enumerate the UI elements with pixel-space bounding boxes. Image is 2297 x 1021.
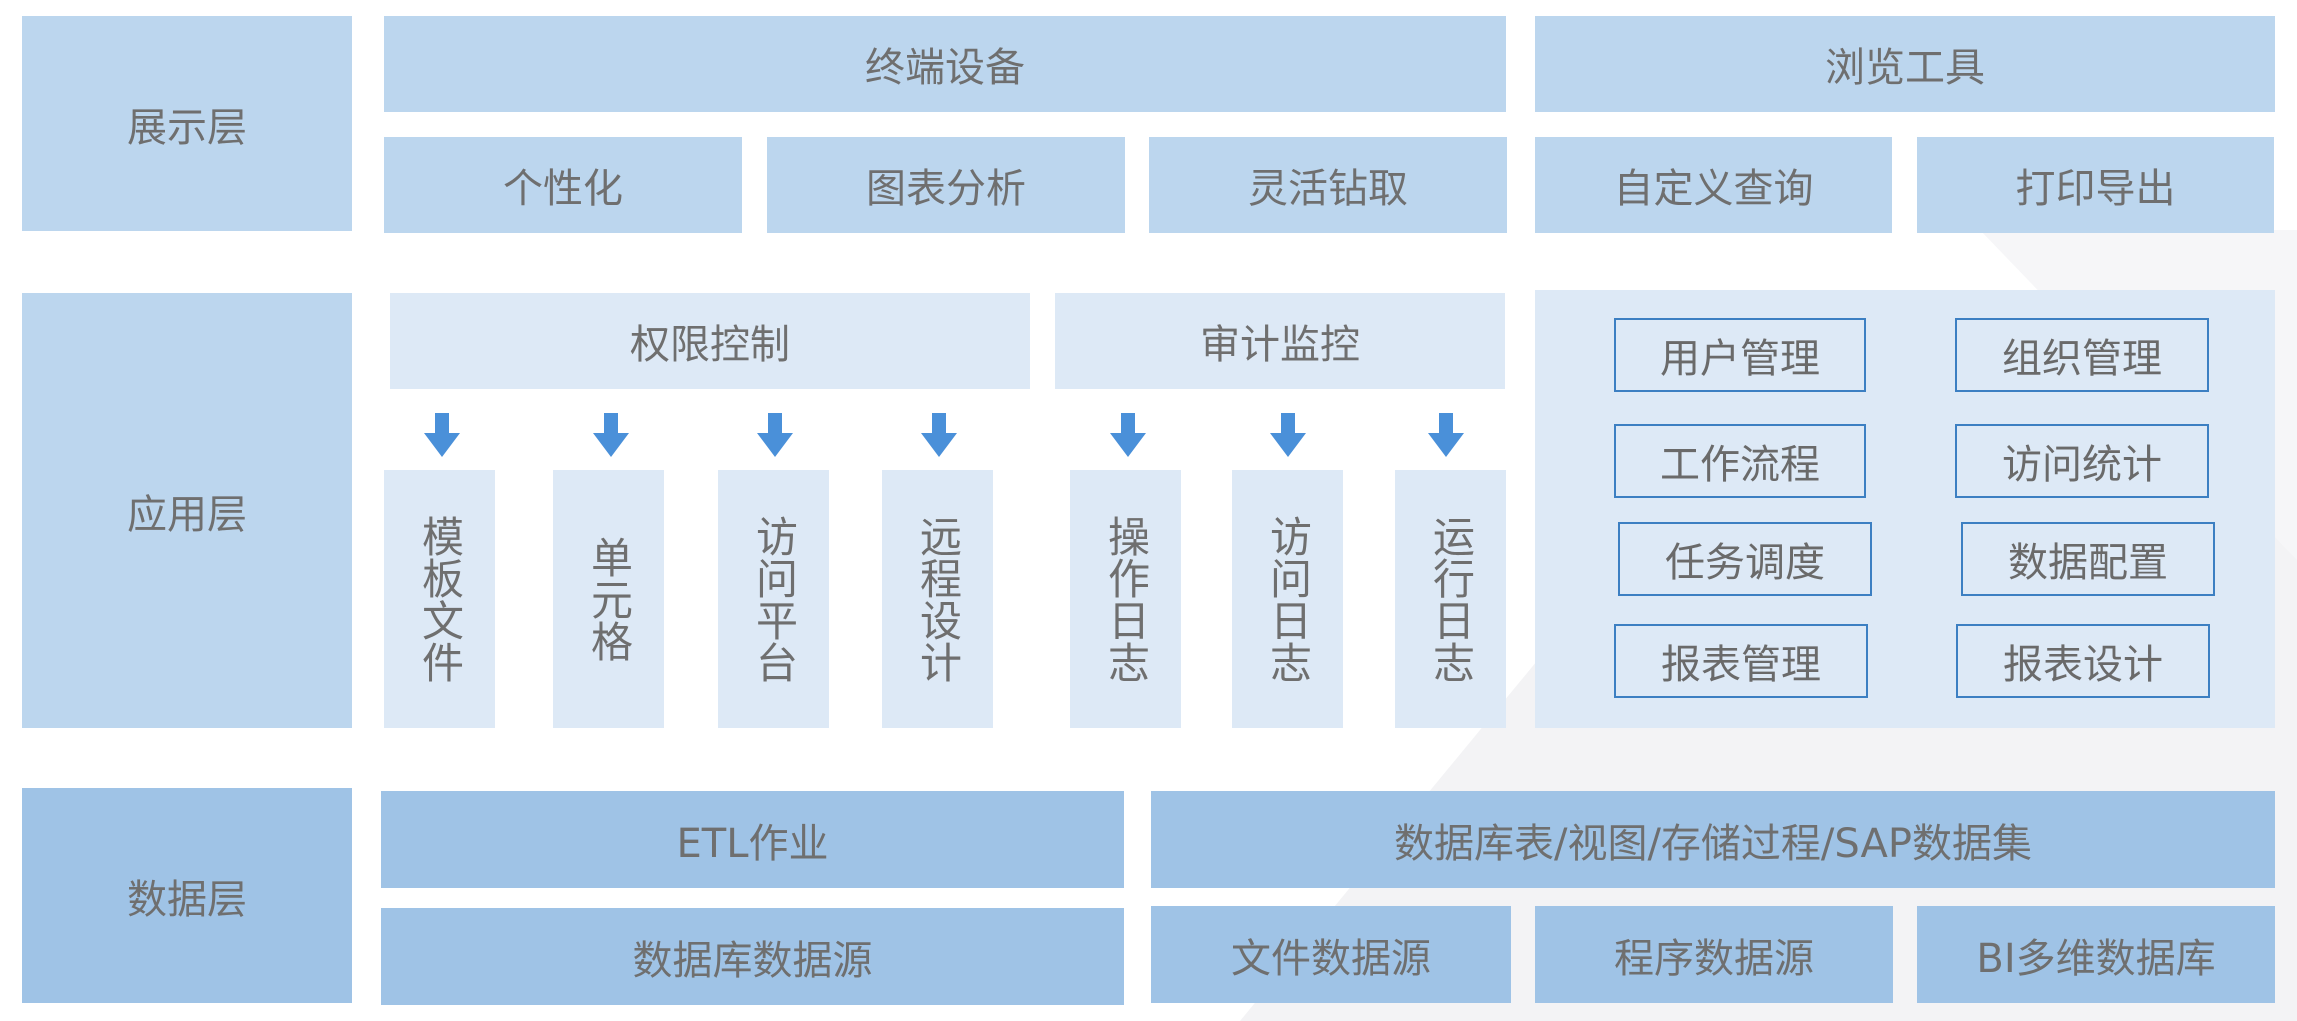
task-scheduling-box: 任务调度 (1618, 522, 1872, 596)
arrow-down-icon (757, 413, 793, 457)
etl-job-box: ETL作业 (381, 791, 1124, 888)
cell-column: 单元格 (553, 470, 664, 728)
terminal-device-box: 终端设备 (384, 16, 1506, 112)
arrow-down-icon (921, 413, 957, 457)
personalize-box: 个性化 (384, 137, 742, 233)
arrow-down-icon (1110, 413, 1146, 457)
bi-datasource-box: BI多维数据库 (1917, 906, 2275, 1003)
audit-monitor-box: 审计监控 (1055, 293, 1505, 389)
report-design-box: 报表设计 (1956, 624, 2210, 698)
access-platform-column: 访问平台 (718, 470, 829, 728)
db-datasource-box: 数据库数据源 (381, 908, 1124, 1005)
operation-log-column: 操作日志 (1070, 470, 1181, 728)
layer-label-presentation: 展示层 (22, 16, 352, 231)
browser-tool-box: 浏览工具 (1535, 16, 2275, 112)
permission-control-box: 权限控制 (390, 293, 1030, 389)
template-file-column: 模板文件 (384, 470, 495, 728)
workflow-box: 工作流程 (1614, 424, 1866, 498)
arrow-down-icon (1270, 413, 1306, 457)
program-datasource-box: 程序数据源 (1535, 906, 1893, 1003)
drill-box: 灵活钻取 (1149, 137, 1507, 233)
chart-analysis-box: 图表分析 (767, 137, 1125, 233)
layer-label-data: 数据层 (22, 788, 352, 1003)
report-management-box: 报表管理 (1614, 624, 1868, 698)
arrow-down-icon (424, 413, 460, 457)
db-tables-box: 数据库表/视图/存储过程/SAP数据集 (1151, 791, 2275, 888)
data-config-box: 数据配置 (1961, 522, 2215, 596)
custom-query-box: 自定义查询 (1535, 137, 1892, 233)
access-stats-box: 访问统计 (1955, 424, 2209, 498)
run-log-column: 运行日志 (1395, 470, 1506, 728)
arrow-down-icon (593, 413, 629, 457)
user-management-box: 用户管理 (1614, 318, 1866, 392)
remote-design-column: 远程设计 (882, 470, 993, 728)
access-log-column: 访问日志 (1232, 470, 1343, 728)
file-datasource-box: 文件数据源 (1151, 906, 1511, 1003)
layer-label-application: 应用层 (22, 293, 352, 728)
print-export-box: 打印导出 (1917, 137, 2274, 233)
management-panel (1535, 290, 2275, 728)
org-management-box: 组织管理 (1955, 318, 2209, 392)
arrow-down-icon (1428, 413, 1464, 457)
